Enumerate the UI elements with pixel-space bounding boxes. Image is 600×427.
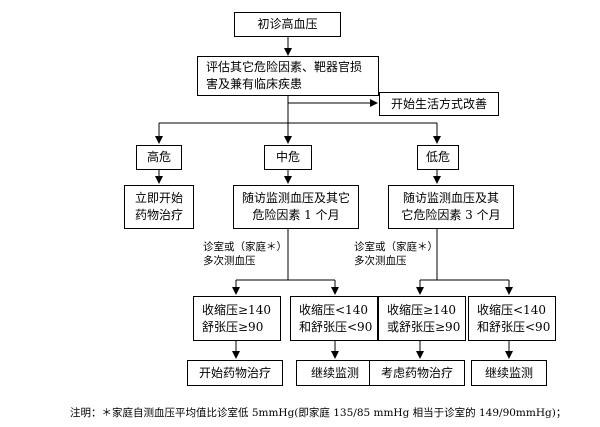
mid-risk-box: 中危: [264, 145, 312, 170]
low-criteria-high-box: 收缩压≥140 或舒张压≥90: [378, 296, 466, 341]
mid-measure-label: 诊室或（家庭＊） 多次测血压: [203, 241, 287, 267]
mid-result-high-box: 开始药物治疗: [187, 360, 283, 386]
footnote: 注明：＊家庭自测血压平均值比诊室低 5mmHg(即家庭 135/85 mmHg …: [70, 407, 567, 419]
lifestyle-box: 开始生活方式改善: [379, 92, 499, 116]
low-measure-label: 诊室或（家庭＊） 多次测血压: [354, 241, 438, 267]
mid-follow-box: 随访监测血压及其它 危险因素 1 个月: [233, 185, 359, 229]
low-criteria-low-box: 收缩压<140 和舒张压<90: [468, 296, 556, 341]
low-result-low-box: 继续监测: [471, 360, 547, 386]
mid-criteria-low-box: 收缩压<140 和舒张压<90: [290, 296, 378, 341]
low-risk-box: 低危: [417, 145, 459, 170]
high-action-box: 立即开始 药物治疗: [124, 185, 194, 229]
low-follow-box: 随访监测血压及其 它危险因素 3 个月: [388, 185, 514, 229]
mid-result-low-box: 继续监测: [296, 360, 374, 386]
assess-box: 评估其它危险因素、靶器官损 害及兼有临床疾患: [197, 56, 379, 96]
low-result-high-box: 考虑药物治疗: [369, 360, 465, 386]
high-risk-box: 高危: [136, 145, 182, 170]
start-box: 初诊高血压: [234, 12, 341, 37]
mid-criteria-high-box: 收缩压≥140 舒张压≥90: [193, 296, 281, 341]
